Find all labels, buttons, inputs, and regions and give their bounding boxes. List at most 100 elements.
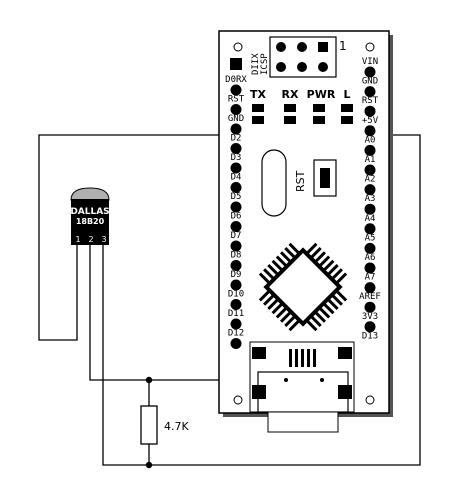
left-pin-label: D0RX (225, 75, 247, 85)
wire-vcc (102, 134, 421, 466)
mcu-body (263, 247, 343, 327)
led-tx-label: TX (250, 88, 267, 101)
right-pin (364, 164, 376, 176)
mcu-pin (267, 297, 280, 310)
left-pin-label: D4 (231, 173, 242, 183)
mcu-pin (318, 255, 331, 268)
mcu-pin (284, 247, 297, 260)
led-rx-label: RX (282, 88, 299, 101)
led-l (341, 116, 353, 124)
right-pin (364, 66, 376, 78)
right-pin (364, 262, 376, 274)
icsp-pin (297, 62, 307, 72)
sensor-pin-3-label: 3 (101, 235, 106, 244)
mcu-pin (267, 264, 280, 277)
mcu-pin (322, 259, 335, 272)
right-pin-label: GND (362, 77, 378, 87)
mcu-pin (313, 251, 326, 264)
icsp-label-2: DIIX (251, 53, 261, 75)
leds (252, 104, 353, 124)
left-pin (230, 279, 242, 291)
junction-data (145, 376, 153, 384)
right-pin-label: +5V (362, 116, 379, 126)
junction-vcc (145, 461, 153, 469)
mcu-pin (263, 293, 276, 306)
left-pin (230, 162, 242, 174)
usb-plug (267, 411, 339, 433)
icsp-pin (297, 42, 307, 52)
wire-gnd (38, 134, 236, 341)
led-pwr (313, 116, 325, 124)
icsp-pin (318, 62, 328, 72)
left-pin (230, 299, 242, 310)
right-pin (364, 321, 376, 333)
usb-pad-br (338, 385, 352, 399)
left-pin-label: D6 (231, 212, 242, 222)
right-pin (364, 125, 376, 137)
mcu-chip (258, 242, 348, 332)
usb-pad-right (338, 347, 352, 359)
left-pin (230, 201, 242, 213)
mcu-pin (258, 272, 271, 285)
icsp-pin1-label: 1 (339, 39, 347, 53)
left-pin-label: D11 (228, 309, 244, 319)
right-pin-label: 3V3 (362, 312, 378, 322)
mcu-pin (275, 255, 288, 268)
right-pin-label: A7 (365, 273, 376, 283)
arduino-nano-board: 1 ICSP DIIX TX RX PWR L RST (218, 30, 393, 433)
mcu-pin (275, 306, 288, 319)
led-rx (284, 116, 296, 124)
led-l (341, 104, 353, 112)
left-pin-label: D5 (231, 192, 242, 202)
led-tx (252, 104, 264, 112)
right-pin-label: VIN (362, 57, 378, 67)
crystal (261, 149, 287, 217)
usb-pad-bl (252, 385, 266, 399)
usb-shell (257, 371, 349, 413)
mcu-pin (318, 306, 331, 319)
mcu-pin (263, 268, 276, 281)
left-pin (230, 260, 242, 271)
usb-dot (320, 378, 324, 382)
mount-hole (365, 42, 375, 52)
usb-pad-left (252, 347, 266, 359)
mcu-pin (330, 293, 343, 306)
mcu-pin (305, 242, 318, 255)
left-pin-label: D10 (228, 290, 244, 300)
left-pin (230, 338, 242, 349)
mcu-pin (280, 310, 293, 323)
led-rx (284, 104, 296, 112)
right-pin-label: A2 (365, 175, 376, 185)
icsp-pin (276, 62, 286, 72)
left-pin-label: D3 (231, 153, 242, 163)
sensor-body (71, 199, 109, 245)
mcu-pin (309, 314, 322, 327)
resistor-value: 4.7K (164, 420, 189, 433)
left-pin (230, 123, 242, 135)
left-pin (230, 221, 242, 232)
right-pin (364, 86, 376, 98)
left-pin (230, 84, 242, 96)
sensor-model: 18B20 (76, 217, 105, 226)
sensor-pin-2-label: 2 (88, 235, 93, 244)
left-pin (230, 104, 242, 115)
left-pin (230, 182, 242, 193)
mcu-pin (335, 289, 348, 302)
pullup-resistor (140, 405, 158, 445)
sensor-dome (70, 187, 110, 201)
left-pin (230, 240, 242, 252)
left-pin-label: D2 (231, 134, 242, 144)
mcu-pin (271, 302, 284, 315)
wire-data (89, 245, 236, 381)
icsp-label: ICSP (260, 53, 270, 75)
right-pin-label: A0 (365, 135, 376, 145)
mcu-pin (288, 242, 301, 255)
right-pin-label: A1 (365, 155, 376, 165)
led-l-label: L (343, 88, 350, 101)
right-pin-label: A5 (365, 233, 376, 243)
ds18b20-sensor: DALLAS 18B20 1 2 3 (70, 187, 110, 245)
left-pin-label: RST (228, 95, 245, 105)
